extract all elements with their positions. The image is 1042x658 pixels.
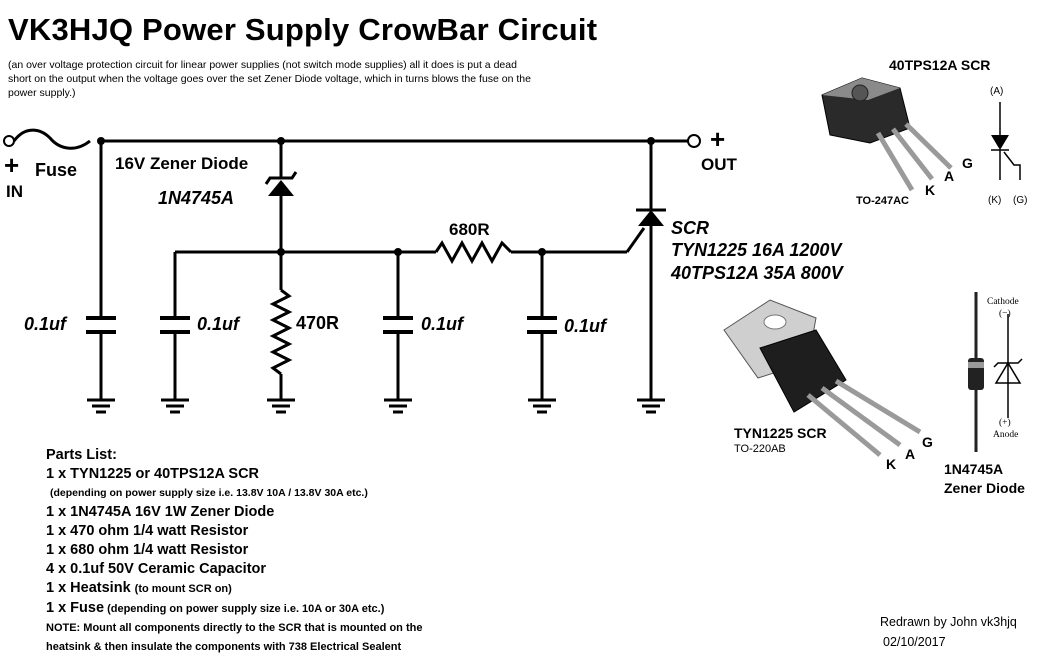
- to247-g-pin: G: [962, 155, 973, 171]
- parts-item-fuse-note: (depending on power supply size i.e. 10A…: [104, 603, 385, 615]
- parts-item-zener: 1 x 1N4745A 16V 1W Zener Diode: [46, 504, 275, 520]
- plus-out-label: +: [710, 124, 726, 154]
- r470-label: 470R: [296, 313, 340, 333]
- scr-symbol-gate: (G): [1013, 195, 1028, 206]
- input-terminal: [3, 135, 15, 147]
- parts-item-r680: 1 x 680 ohm 1/4 watt Resistor: [46, 542, 249, 558]
- zener-part-image: [968, 292, 1023, 452]
- r680-label: 680R: [449, 220, 490, 239]
- parts-item-heatsink: 1 x Heatsink (to mount SCR on): [46, 579, 422, 599]
- parts-note-line1: NOTE: Mount all components directly to t…: [46, 622, 423, 634]
- parts-item-heatsink-note: (to mount SCR on): [134, 583, 232, 595]
- cap3-label: 0.1uf: [421, 314, 464, 334]
- cap4-label: 0.1uf: [564, 316, 607, 336]
- parts-note-line2: heatsink & then insulate the components …: [46, 641, 402, 653]
- scr-symbol-cathode: (K): [988, 195, 1002, 206]
- to220-a-pin: A: [905, 446, 916, 462]
- scr-part2-label: 40TPS12A 35A 800V: [671, 263, 843, 283]
- to220-g-pin: G: [922, 434, 933, 450]
- resistor-470-symbol: [269, 288, 293, 376]
- zener-diode-symbol: [264, 171, 298, 196]
- parts-list: Parts List: 1 x TYN1225 or 40TPS12A SCR …: [46, 446, 422, 657]
- to220-title: TYN1225 SCR: [734, 425, 827, 441]
- zener-part-subtitle: Zener Diode: [944, 480, 1025, 496]
- date-text: 02/10/2017: [883, 635, 946, 649]
- to247-package-image: [821, 77, 953, 192]
- zener-minus-label: (−): [999, 309, 1011, 319]
- parts-item-scr: 1 x TYN1225 or 40TPS12A SCR: [46, 466, 260, 482]
- page-title: VK3HJQ Power Supply CrowBar Circuit: [8, 12, 598, 47]
- scr-symbol: [636, 208, 666, 226]
- in-label: IN: [6, 182, 23, 201]
- cap1-label: 0.1uf: [24, 314, 67, 334]
- zener-part-title: 1N4745A: [944, 461, 1004, 477]
- to247-package-label: TO-247AC: [856, 195, 909, 207]
- plus-in-label: +: [4, 150, 20, 180]
- scr-label: SCR: [671, 218, 710, 238]
- scr-symbol-anode: (A): [990, 86, 1004, 97]
- fuse-label: Fuse: [35, 160, 78, 180]
- zener-anode-label: Anode: [993, 430, 1019, 440]
- subtitle: (an over voltage protection circuit for …: [8, 59, 531, 99]
- to220-package-label: TO-220AB: [734, 443, 786, 455]
- scr-pinout-triangle: [991, 135, 1009, 150]
- to220-k-pin: K: [886, 456, 897, 472]
- credit-text: Redrawn by John vk3hjq: [880, 615, 1017, 629]
- parts-item-caps: 4 x 0.1uf 50V Ceramic Capacitor: [46, 561, 267, 577]
- parts-heading: Parts List:: [46, 447, 117, 463]
- parts-item-r470: 1 x 470 ohm 1/4 watt Resistor: [46, 523, 249, 539]
- resistor-680-symbol: [434, 239, 513, 265]
- parts-item-heatsink-text: 1 x Heatsink: [46, 580, 131, 596]
- to220-package-image: [723, 299, 922, 457]
- scr-part1-label: TYN1225 16A 1200V: [671, 240, 842, 260]
- to247-k-pin: K: [925, 182, 936, 198]
- output-terminal: [687, 134, 701, 148]
- zener-label: 16V Zener Diode: [115, 154, 249, 173]
- to247-title: 40TPS12A SCR: [889, 57, 991, 73]
- to247-a-pin: A: [944, 168, 955, 184]
- fuse-symbol: [12, 128, 91, 150]
- zener-plus-label: (+): [999, 418, 1011, 428]
- cap2-label: 0.1uf: [197, 314, 240, 334]
- parts-item-fuse-text: 1 x Fuse: [46, 600, 105, 616]
- ground-symbols: [87, 398, 665, 414]
- zener-part-label: 1N4745A: [158, 188, 235, 208]
- out-label: OUT: [701, 155, 737, 174]
- zener-cathode-label: Cathode: [987, 297, 1019, 307]
- parts-item-scr-note: (depending on power supply size i.e. 13.…: [50, 487, 368, 499]
- parts-item-fuse: 1 x Fuse (depending on power supply size…: [46, 599, 422, 619]
